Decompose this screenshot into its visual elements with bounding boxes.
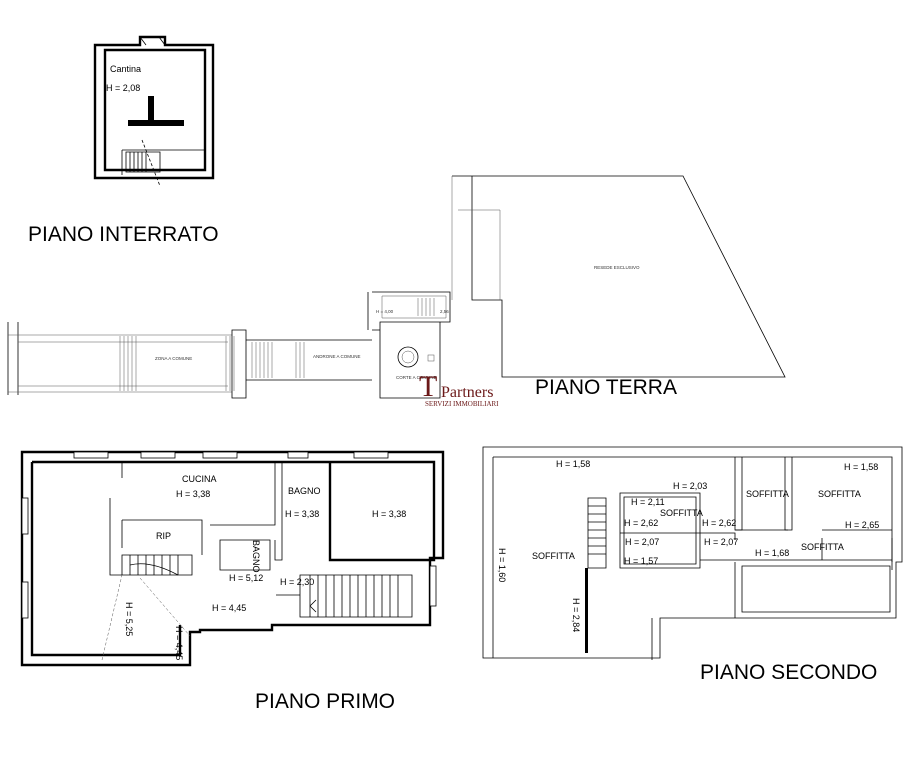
androne-label: ANDRONE A COMUNE: [313, 354, 361, 359]
corte-label: CORTE A COMUNE: [396, 375, 437, 380]
height-157: H = 1,57: [624, 556, 658, 566]
cucina-height: H = 3,38: [176, 489, 210, 499]
piano-secondo-title: PIANO SECONDO: [700, 661, 877, 684]
piano-primo-title: PIANO PRIMO: [255, 690, 395, 713]
soffitta-3-label: SOFFITTA: [818, 489, 861, 499]
height-265: H = 2,65: [845, 520, 879, 530]
camera-height: H = 3,38: [372, 509, 406, 519]
second-floor-plan: H = 1,58 H = 2,03 H = 2,11 SOFFITTA H = …: [482, 446, 903, 684]
corte-height-1: H = 4,00: [376, 309, 394, 314]
cantina-label: Cantina: [110, 64, 141, 74]
soffitta-left-label: SOFFITTA: [532, 551, 575, 561]
cucina-label: CUCINA: [182, 474, 217, 484]
height-160-vertical: H = 1,60: [497, 548, 507, 582]
height-512: H = 5,12: [229, 573, 263, 583]
height-207-b: H = 2,07: [704, 537, 738, 547]
soffitta-4-label: SOFFITTA: [801, 542, 844, 552]
height-445: H = 4,45: [212, 603, 246, 613]
bagno2-label: BAGNO: [251, 540, 261, 573]
height-525-vertical: H = 5,25: [124, 602, 134, 636]
logo-name: Partners: [441, 384, 493, 401]
corte-height-2: 2,56: [440, 309, 449, 314]
soffitta-2-label: SOFFITTA: [746, 489, 789, 499]
piano-interrato-title: PIANO INTERRATO: [28, 223, 219, 246]
rip-label: RIP: [156, 531, 171, 541]
logo-tagline: SERVIZI IMMOBILIARI: [425, 400, 499, 408]
height-207-a: H = 2,07: [625, 537, 659, 547]
ground-floor-plan: RESEDE ESCLUSIVO ZONA A COMUNE ANDRONE A…: [7, 175, 786, 399]
height-262-b: H = 2,62: [702, 518, 736, 528]
height-284-vertical: H = 2,84: [571, 598, 581, 632]
basement-plan: Cantina H = 2,08 PIANO INTERRATO: [28, 35, 219, 246]
piano-terra-title: PIANO TERRA: [535, 376, 677, 399]
cantina-height: H = 2,08: [106, 83, 140, 93]
height-158-a: H = 1,58: [556, 459, 590, 469]
height-158-b: H = 1,58: [844, 462, 878, 472]
bagno-height: H = 3,38: [285, 509, 319, 519]
height-445-vertical: H = 4,45: [174, 626, 184, 660]
first-floor-plan: CUCINA H = 3,38 BAGNO H = 3,38 H = 3,38 …: [20, 450, 445, 713]
height-211: H = 2,11: [631, 497, 665, 507]
bagno-label: BAGNO: [288, 486, 321, 496]
zona-comune-label: ZONA A COMUNE: [155, 356, 192, 361]
height-262-a: H = 2,62: [624, 518, 658, 528]
soffitta-1-label: SOFFITTA: [660, 508, 703, 518]
height-203: H = 2,03: [673, 481, 707, 491]
partners-logo: T Partners SERVIZI IMMOBILIARI: [419, 370, 499, 408]
logo-t-mark: T: [419, 370, 437, 403]
height-168: H = 1,68: [755, 548, 789, 558]
height-230: H = 2,30: [280, 577, 314, 587]
resede-label: RESEDE ESCLUSIVO: [594, 265, 640, 270]
